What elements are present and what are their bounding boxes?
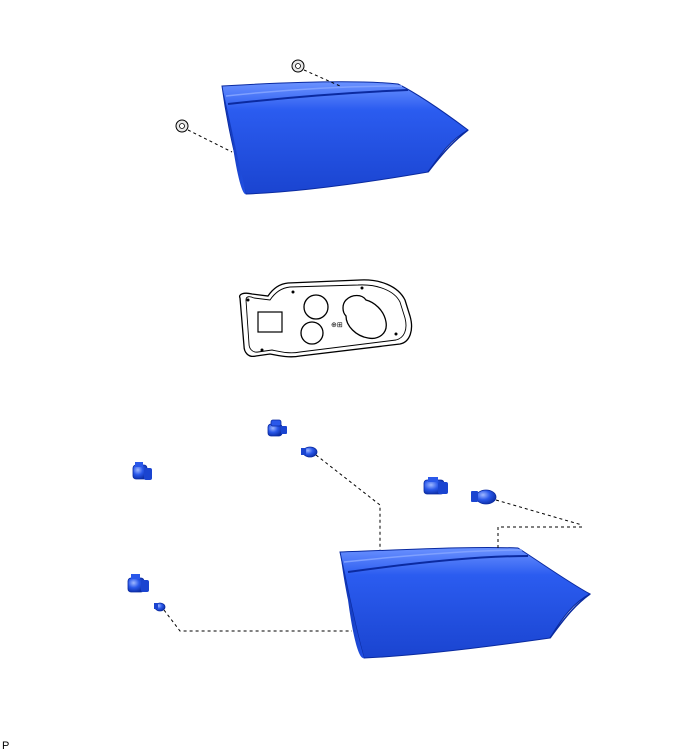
leader-line-bulb-right [495, 499, 583, 526]
nut-upper-right [291, 59, 305, 73]
tail-lamp-lens-upper [221, 81, 469, 195]
tail-lamp-gasket: ⊕⊞ [238, 279, 413, 358]
leader-line-bulb-left-lower [163, 609, 352, 632]
bulb-left-lower [154, 602, 166, 612]
lamp-socket-left-lower [127, 574, 149, 593]
tail-lamp-housing-lower [339, 546, 592, 659]
leader-line-bulb-center [315, 454, 381, 550]
leader-line-housing-right [497, 526, 582, 548]
bulb-top-center [301, 446, 318, 458]
svg-text:⊕⊞: ⊕⊞ [331, 322, 343, 329]
nut-upper-left [175, 119, 189, 133]
lamp-socket-left-upper [132, 462, 152, 480]
leader-line-nut-upper-right [303, 69, 341, 87]
bulb-right [471, 489, 497, 505]
lamp-socket-top-center [267, 419, 287, 437]
leader-line-nut-upper-left [187, 129, 233, 153]
lamp-socket-right [423, 477, 448, 495]
diagram-code-label: P [2, 740, 10, 752]
